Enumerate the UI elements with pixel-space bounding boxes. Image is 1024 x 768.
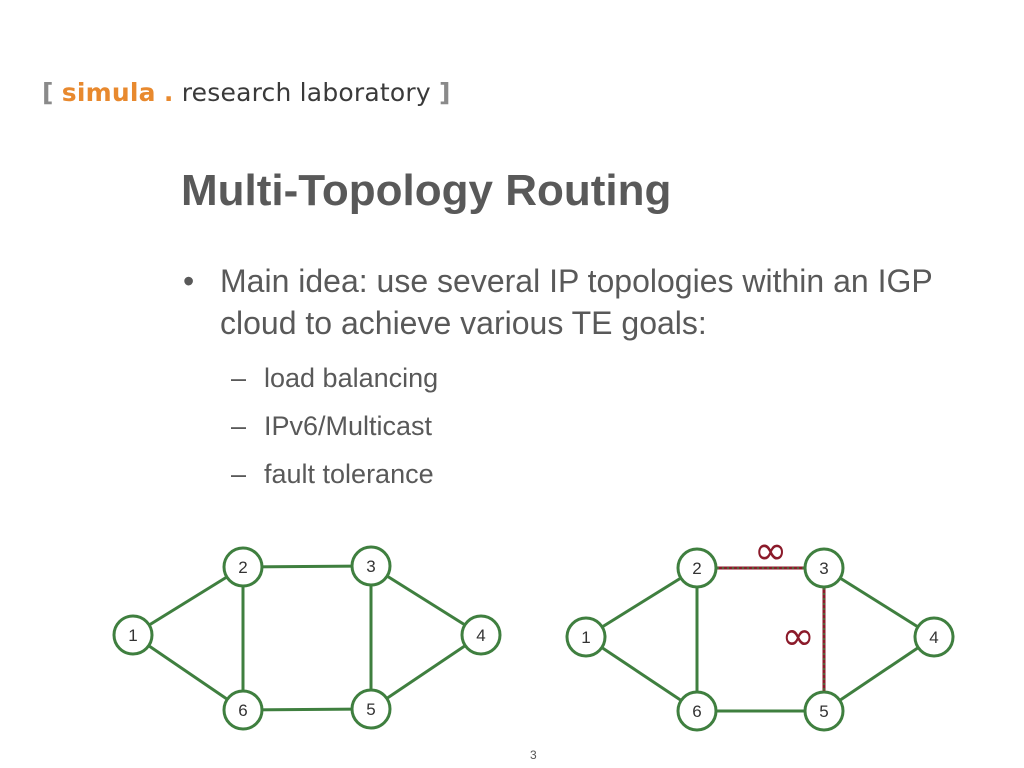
node-5: 5 [803, 690, 845, 732]
infinity-icon: ∞ [754, 528, 787, 574]
topology-graph-left: 1 2 3 4 5 6 [112, 545, 502, 731]
node-label: 6 [692, 702, 701, 721]
edge-1-2 [585, 566, 698, 639]
node-label: 2 [238, 558, 247, 577]
sub-bullet-text: IPv6/Multicast [264, 411, 433, 441]
simula-logo: [ simula . research laboratory ] [42, 78, 451, 107]
logo-dot: . [163, 78, 174, 107]
node-circle [565, 616, 607, 658]
node-5: 5 [350, 688, 392, 730]
sub-bullet-load-balancing: – load balancing [181, 354, 961, 402]
main-bullet: • Main idea: use several IP topologies w… [181, 260, 961, 344]
sub-bullet-dash: – [231, 363, 247, 393]
node-label: 3 [819, 559, 828, 578]
sub-bullet-dash: – [231, 459, 247, 489]
edge-2-3 [242, 564, 372, 569]
node-circle [676, 547, 718, 589]
node-label: 5 [819, 702, 828, 721]
node-label: 2 [692, 559, 701, 578]
bullet-dot: • [183, 263, 195, 299]
sub-bullet-ipv6-multicast: – IPv6/Multicast [181, 402, 961, 450]
slide-title: Multi-Topology Routing [181, 166, 672, 215]
sub-bullet-list: – load balancing – IPv6/Multicast – faul… [181, 354, 961, 498]
node-1: 1 [565, 616, 607, 658]
topology-graph-right: ∞ ∞ 1 2 3 4 5 6 [565, 528, 955, 732]
node-2: 2 [222, 546, 264, 588]
node-circle [350, 688, 392, 730]
sub-bullet-fault-tolerance: – fault tolerance [181, 450, 961, 498]
sub-bullet-text: load balancing [264, 363, 439, 393]
node-circle [112, 614, 154, 656]
edge-1-6 [585, 635, 698, 713]
node-label: 1 [128, 626, 137, 645]
node-2: 2 [676, 547, 718, 589]
node-circle [222, 546, 264, 588]
edge-4-5 [370, 633, 482, 711]
edge-3-4 [823, 566, 935, 639]
node-label: 3 [366, 557, 375, 576]
node-label: 4 [476, 626, 485, 645]
logo-close-bracket: ] [439, 78, 451, 107]
node-1: 1 [112, 614, 154, 656]
main-bullet-text: Main idea: use several IP topologies wit… [220, 263, 933, 341]
node-circle [676, 690, 718, 732]
edge-5-6 [242, 707, 372, 712]
node-3: 3 [350, 545, 392, 587]
node-4: 4 [913, 616, 955, 658]
node-6: 6 [222, 689, 264, 731]
node-label: 1 [581, 628, 590, 647]
node-label: 4 [929, 628, 938, 647]
bullet-list: • Main idea: use several IP topologies w… [181, 260, 961, 498]
page-number: 3 [530, 748, 537, 762]
node-circle [913, 616, 955, 658]
infinity-icon: ∞ [781, 614, 814, 660]
node-circle [460, 614, 502, 656]
node-label: 5 [366, 700, 375, 719]
node-6: 6 [676, 690, 718, 732]
logo-open-bracket: [ [42, 78, 54, 107]
edge-3-4 [370, 564, 482, 637]
node-circle [803, 547, 845, 589]
node-4: 4 [460, 614, 502, 656]
edge-1-2 [132, 565, 244, 637]
node-circle [803, 690, 845, 732]
node-circle [350, 545, 392, 587]
logo-text: research laboratory [181, 78, 431, 107]
node-circle [222, 689, 264, 731]
sub-bullet-dash: – [231, 411, 247, 441]
edge-4-5 [823, 635, 935, 713]
node-label: 6 [238, 701, 247, 720]
logo-brand: simula [61, 78, 156, 107]
sub-bullet-text: fault tolerance [264, 459, 434, 489]
node-3: 3 [803, 547, 845, 589]
edge-1-6 [132, 633, 244, 712]
